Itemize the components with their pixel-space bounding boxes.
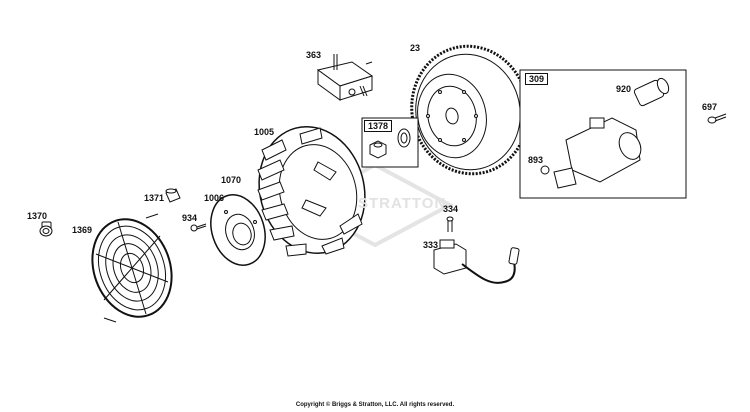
plate-1006-part <box>210 194 266 266</box>
fan-impeller-1005-part <box>257 125 366 257</box>
callout-1369: 1369 <box>72 225 93 235</box>
callout-1371: 1371 <box>144 193 165 203</box>
callout-934: 934 <box>182 213 198 223</box>
callout-1006: 1006 <box>204 193 225 203</box>
ignition-coil-333-part <box>433 239 520 284</box>
callout-697: 697 <box>702 102 718 112</box>
copyright-notice: Copyright © Briggs & Stratton, LLC. All … <box>295 402 455 408</box>
callout-920: 920 <box>616 84 632 94</box>
callout-1070: 1070 <box>221 175 242 185</box>
screw-934-part <box>190 223 207 232</box>
bolt-697-part <box>707 113 727 124</box>
bracket-363-part <box>316 54 374 101</box>
callout-334: 334 <box>443 204 459 214</box>
spacer-1371-part <box>165 188 181 203</box>
callout-893: 893 <box>528 155 544 165</box>
callout-23: 23 <box>410 43 421 53</box>
callout-363: 363 <box>306 50 322 60</box>
callout-1378: 1378 <box>364 120 393 132</box>
callout-1005: 1005 <box>254 127 275 137</box>
bolt-1370-part <box>39 221 53 237</box>
flywheel-23-part <box>410 44 530 176</box>
screw-334-part <box>446 216 454 232</box>
callout-1370: 1370 <box>27 211 48 221</box>
starter-motor-309-part <box>519 69 687 199</box>
brand-watermark-text: STRATTON <box>358 195 447 212</box>
fan-guard-part <box>91 213 173 323</box>
callout-309: 309 <box>525 73 549 85</box>
callout-333: 333 <box>423 240 439 250</box>
